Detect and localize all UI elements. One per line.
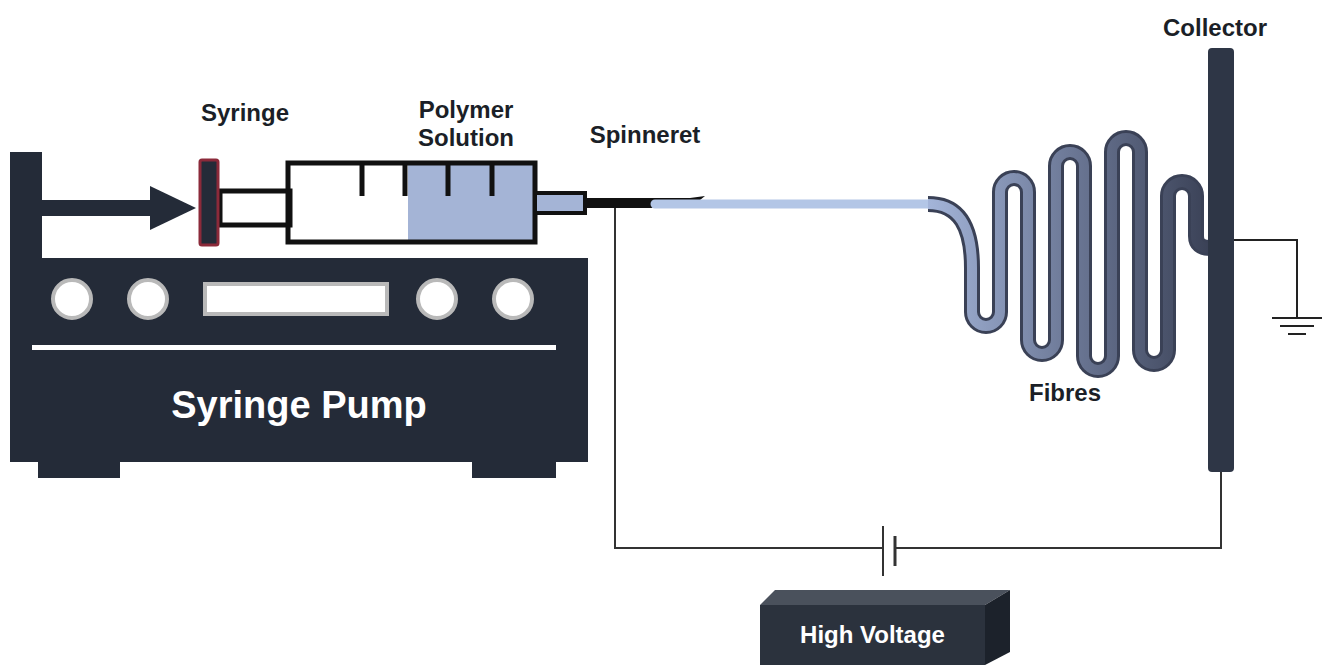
- node-text: High Voltage: [800, 621, 945, 649]
- part-label: Spinneret: [570, 121, 720, 149]
- part-label: Syringe: [175, 99, 315, 127]
- part-label: Fibres: [1005, 379, 1125, 407]
- part-label: Collector: [1145, 14, 1285, 42]
- node-text: Syringe Pump: [171, 384, 427, 427]
- part-label: Polymer Solution: [391, 96, 541, 152]
- pump-body: Syringe Pump: [10, 360, 588, 450]
- power-supply-box: High Voltage: [760, 605, 985, 665]
